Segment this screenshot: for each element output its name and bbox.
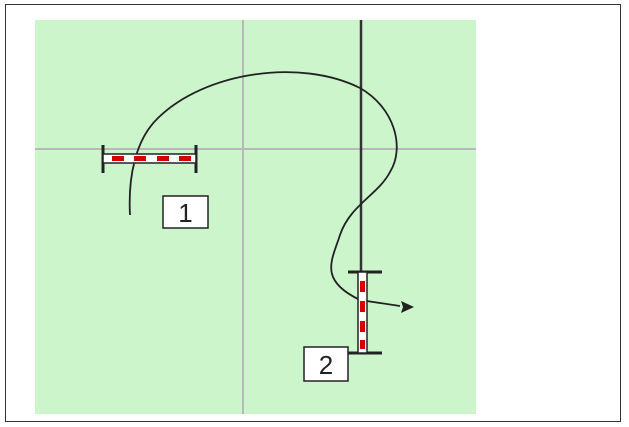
- riding-path: [128, 71, 401, 307]
- obstacle-label-1: 1: [162, 195, 209, 229]
- obstacle-label-2: 2: [303, 346, 349, 382]
- arena-field: [35, 20, 476, 414]
- obstacle-2: [348, 270, 382, 355]
- arrow-right-icon: [401, 301, 414, 313]
- obstacle-number-2: 2: [319, 350, 333, 380]
- obstacle-1: [101, 145, 198, 173]
- obstacle-number-1: 1: [178, 198, 192, 228]
